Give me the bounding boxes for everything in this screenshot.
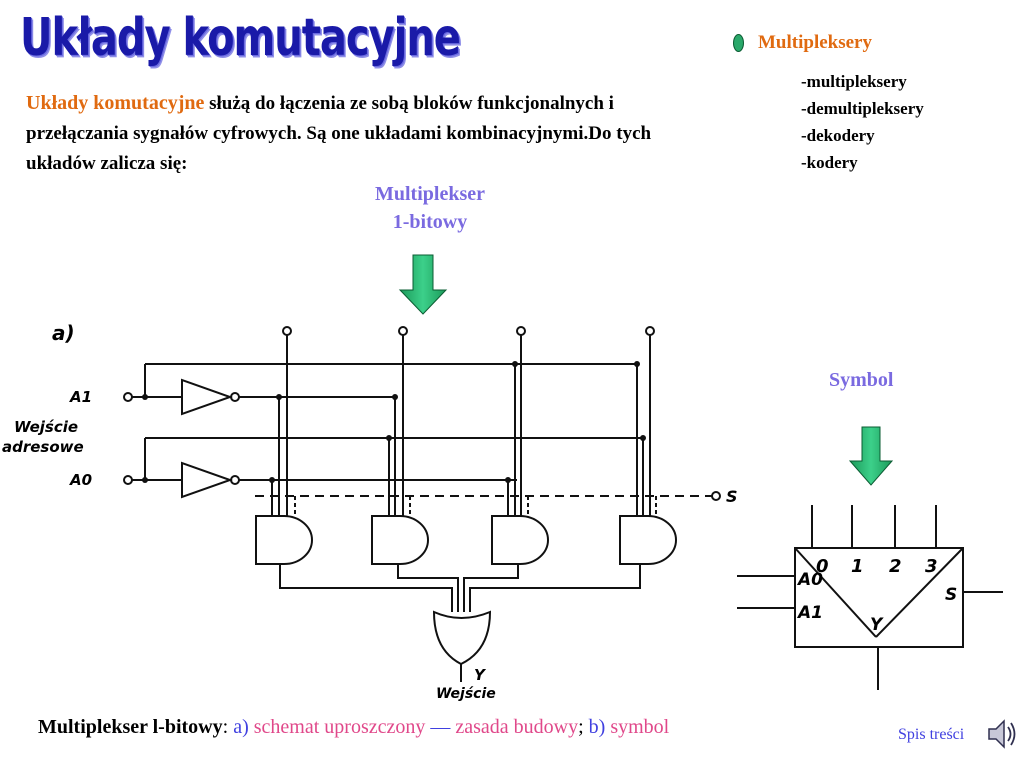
symbol-input-3: 3 [925, 556, 938, 577]
caption-b: b) [588, 716, 606, 738]
address-label-line1: Wejście [14, 418, 78, 436]
intro-highlight: Układy komutacyjne [26, 92, 205, 114]
and-gate-icon [255, 515, 313, 565]
caption-sep2: ; [578, 716, 589, 738]
table-of-contents-link[interactable]: Spis treści [898, 726, 965, 743]
schematic-wiring [123, 326, 1003, 690]
input-label-a0: A0 [69, 471, 92, 489]
symbol-input-0: 0 [816, 556, 829, 577]
strobe-label: S [726, 487, 738, 506]
multiplexer-label: Multiplekser 1-bitowy [330, 180, 530, 236]
intro-text: służą do łączenia ze sobą bloków funkcjo… [26, 93, 652, 174]
caption-part3: symbol [605, 716, 670, 738]
symbol-label-a0: A0 [796, 570, 823, 590]
caption-bold: Multiplekser l-bitowy [38, 716, 223, 738]
intro-paragraph: Układy komutacyjne służą do łączenia ze … [26, 88, 706, 179]
multiplexer-label-line2: 1-bitowy [392, 211, 468, 233]
and-gate-icon [619, 515, 677, 565]
caption-sep1: : [222, 716, 234, 738]
symbol-input-2: 2 [889, 556, 902, 577]
figure-caption: Multiplekser l-bitowy: a) schemat uprosz… [38, 716, 669, 739]
bullet-label: Multipleksery [758, 32, 872, 53]
symbol-label-y: Y [870, 615, 884, 635]
down-arrow-icon [848, 426, 894, 486]
and-gate-icon [491, 515, 549, 565]
bullet-dot-icon [733, 34, 744, 52]
output-caption: Wejście [436, 686, 496, 702]
down-arrow-icon [398, 254, 448, 315]
address-label-line2: adresowe [2, 438, 84, 456]
symbol-input-1: 1 [851, 556, 864, 577]
sub-list-item: -multipleksery [801, 72, 907, 91]
sub-list-item: -dekodery [801, 126, 875, 145]
input-label-a1: A1 [69, 388, 92, 406]
symbol-label-a1: A1 [796, 603, 823, 623]
symbol-label: Symbol [829, 369, 894, 391]
output-label-y: Y [474, 666, 487, 684]
caption-part2: zasada budowy [455, 716, 579, 738]
caption-dash: — [425, 716, 456, 738]
page-title: Układy komutacyjne [20, 8, 461, 68]
junction-dots [142, 361, 646, 483]
and-gate-icon [371, 515, 429, 565]
sub-list: -multipleksery -demultipleksery -dekoder… [801, 68, 924, 176]
panel-label-a: a) [52, 321, 75, 345]
or-gate-icon [432, 610, 492, 666]
sub-list-item: -demultipleksery [801, 99, 924, 118]
sub-list-item: -kodery [801, 153, 858, 172]
caption-a: a) [233, 716, 249, 738]
symbol-label-s: S [945, 585, 957, 605]
speaker-icon[interactable] [986, 716, 1020, 757]
multiplexer-label-line1: Multiplekser [375, 183, 485, 205]
caption-part1: schemat uproszczony [248, 716, 426, 738]
bullet-item: Multipleksery [733, 32, 872, 54]
